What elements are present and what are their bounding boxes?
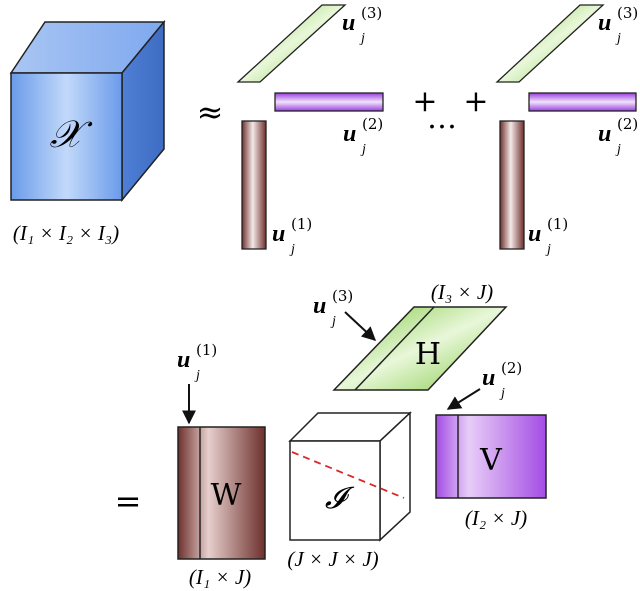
svg-text:(3): (3) (617, 4, 638, 22)
svg-text:(3): (3) (332, 287, 353, 305)
vector-u3-bar (236, 4, 347, 83)
svg-text:u: u (177, 347, 190, 373)
factor-matrix-w: W (177, 426, 266, 560)
svg-text:u: u (598, 121, 611, 147)
svg-text:j: j (194, 368, 200, 383)
v-dims: (I₂ × J) (465, 506, 527, 530)
svg-text:(2): (2) (501, 359, 522, 377)
core-dims: (J × J × J) (287, 547, 378, 571)
v-matrix-body (435, 414, 547, 499)
arrow-u3 (344, 311, 377, 341)
w-dims: (I₁ × J) (189, 565, 251, 589)
svg-text:(1): (1) (291, 215, 312, 233)
svg-text:(2): (2) (362, 115, 383, 133)
equals-sign: = (115, 482, 142, 520)
plus-sign-2: + (463, 84, 488, 119)
plus-sign-1: + (412, 84, 437, 119)
svg-text:j: j (289, 242, 295, 257)
tensor-x-dims: (I₁ × I₂ × I₃) (13, 221, 119, 245)
svg-text:j: j (615, 142, 621, 157)
svg-text:(3): (3) (361, 4, 382, 22)
vector-u1-bar (241, 120, 267, 250)
tensor-x-cube: 𝒳 (9, 19, 166, 203)
svg-text:u: u (272, 221, 285, 247)
svg-text:u: u (342, 10, 355, 36)
vector-u2-bar-r (528, 92, 637, 112)
svg-text:u: u (313, 293, 326, 319)
cube-front-face (10, 72, 123, 201)
superdiagonal-dashed-line (291, 451, 405, 499)
svg-text:u: u (598, 10, 611, 36)
svg-text:j: j (330, 314, 336, 329)
svg-text:j: j (499, 386, 505, 401)
rank-one-component-r (495, 4, 637, 250)
label-u3-top-1: u j (3) (342, 4, 382, 46)
label-u1-bottom: u j (1) (177, 341, 217, 383)
label-u2-top-1: u j (2) (343, 115, 383, 157)
h-dims: (I₃ × J) (431, 280, 493, 304)
svg-text:(1): (1) (547, 215, 568, 233)
label-u2-top-r: u j (2) (598, 115, 638, 157)
svg-text:u: u (482, 365, 495, 391)
svg-text:j: j (545, 242, 551, 257)
svg-text:j: j (359, 31, 365, 46)
label-u2-bottom: u j (2) (482, 359, 522, 401)
svg-text:(2): (2) (617, 115, 638, 133)
label-u1-top-1: u j (1) (272, 215, 312, 257)
approx-sign: ≈ (197, 93, 224, 131)
label-u3-bottom: u j (3) (313, 287, 353, 329)
svg-text:j: j (615, 31, 621, 46)
label-u3-top-r: u j (3) (598, 4, 638, 46)
w-matrix-body (177, 426, 266, 560)
svg-text:j: j (360, 142, 366, 157)
vector-u3-bar-r (495, 4, 605, 83)
vector-u1-bar-r (499, 120, 525, 250)
label-u1-top-r: u j (1) (528, 215, 568, 257)
svg-text:u: u (528, 221, 541, 247)
arrow-u2 (446, 388, 481, 410)
h-matrix-body (332, 306, 508, 391)
core-tensor-cube: 𝓘 (288, 411, 412, 542)
rank-one-component-1 (236, 4, 384, 250)
factor-matrix-v: V (435, 414, 547, 499)
h-column-divider (354, 306, 435, 391)
svg-text:u: u (343, 121, 356, 147)
ellipsis: … (427, 101, 457, 136)
v-label: V (479, 443, 503, 478)
h-label: H (415, 337, 441, 372)
vector-u2-bar (274, 92, 384, 112)
w-label: W (211, 478, 242, 513)
factor-matrix-h: H (332, 306, 508, 391)
svg-text:(1): (1) (196, 341, 217, 359)
